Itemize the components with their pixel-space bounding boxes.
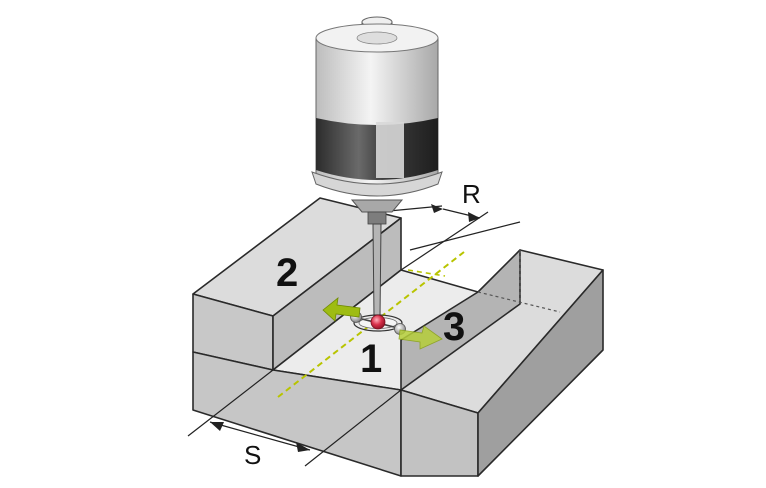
workpiece-block (192, 197, 604, 477)
dimension-s-label: S (244, 440, 261, 470)
touch-probe-icon (311, 16, 443, 225)
arrow-right-icon (398, 325, 443, 350)
dimension-r-label: R (462, 179, 481, 209)
arrow-left-icon (322, 297, 361, 322)
hidden-edges (477, 250, 561, 313)
marker-2-label: 2 (276, 251, 298, 295)
stylus-icon (350, 223, 406, 335)
right-block-side-face (477, 269, 604, 477)
marker-1-label: 1 (360, 337, 382, 381)
probe-path-axis (407, 269, 446, 277)
dimension-s (187, 369, 402, 467)
marker-3-label: 3 (443, 305, 465, 349)
dimension-r (377, 204, 521, 271)
